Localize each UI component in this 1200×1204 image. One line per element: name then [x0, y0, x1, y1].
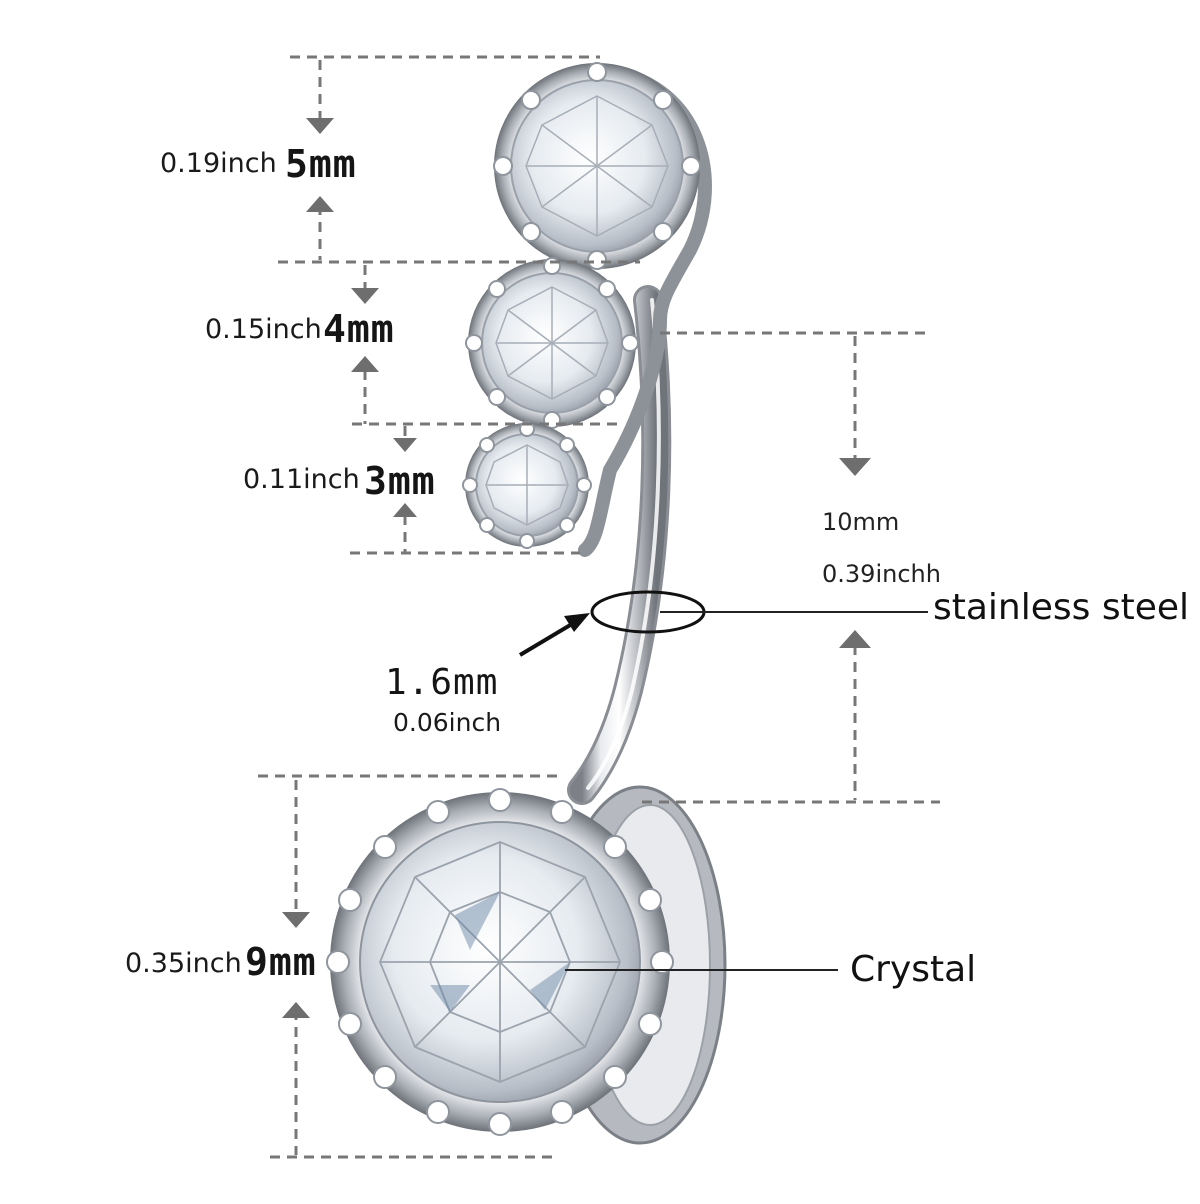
- top-gem-inch-label: 0.19inch: [160, 148, 277, 179]
- small-gem-mm-label: 3mm: [364, 459, 436, 503]
- arrow-up-icon: [351, 356, 379, 372]
- bar-gauge-inch-label: 0.06inch: [393, 708, 502, 737]
- callout-lines: [565, 611, 928, 971]
- belly-ring-illustration: [326, 62, 727, 1145]
- bottom-gem: [326, 785, 727, 1145]
- arrow-pointer-icon: [564, 613, 590, 632]
- arrow-up-icon: [839, 630, 871, 648]
- bottom-gem-inch-label: 0.35inch: [125, 948, 242, 979]
- top-gem: [493, 62, 701, 270]
- bar-length-mm-label: 10mm: [822, 508, 900, 536]
- arrow-down-icon: [282, 912, 310, 928]
- middle-gem-mm-label: 4mm: [323, 307, 395, 351]
- arrow-down-icon: [351, 288, 379, 304]
- small-gem: [462, 421, 592, 549]
- bottom-gem-mm-label: 9mm: [245, 940, 317, 984]
- material-callout-label: stainless steel: [933, 587, 1190, 628]
- arrow-down-icon: [393, 438, 417, 452]
- arrow-up-icon: [306, 196, 334, 212]
- top-gem-mm-label: 5mm: [285, 142, 357, 186]
- middle-gem: [465, 257, 639, 429]
- dimension-guides: [258, 55, 940, 1159]
- arrow-down-icon: [306, 118, 334, 134]
- small-gem-inch-label: 0.11inch: [243, 464, 360, 495]
- arrow-up-icon: [393, 503, 417, 517]
- bar-length-inch-label: 0.39inchh: [822, 560, 941, 588]
- bar-gauge-mm-label: 1.6mm: [385, 662, 499, 703]
- arrow-down-icon: [839, 458, 871, 476]
- dimension-arrows: [282, 118, 871, 1018]
- middle-gem-inch-label: 0.15inch: [205, 314, 322, 345]
- gauge-pointer: [518, 613, 590, 657]
- arrow-up-icon: [282, 1002, 310, 1018]
- crystal-callout-label: Crystal: [850, 949, 977, 990]
